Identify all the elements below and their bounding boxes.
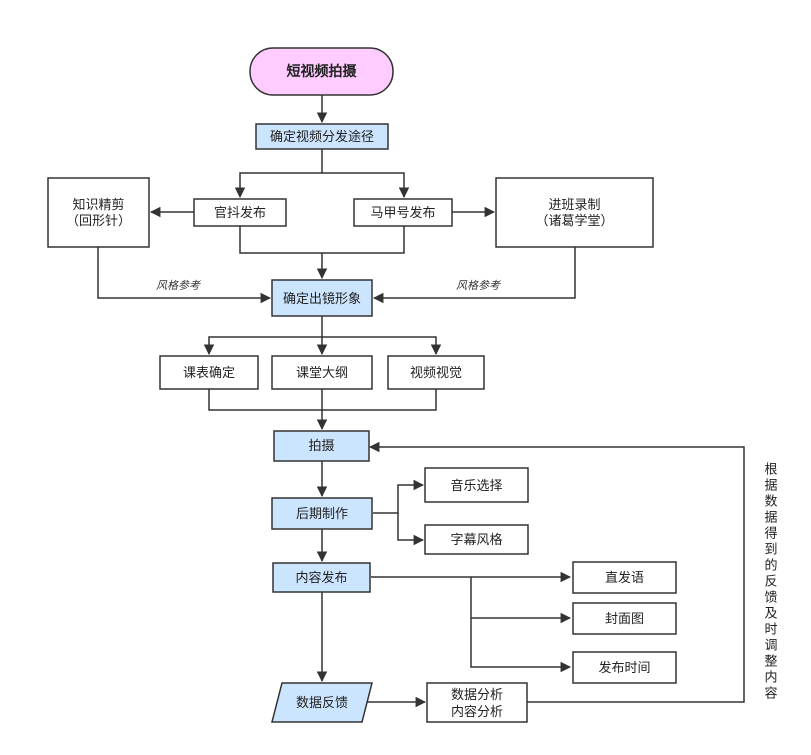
node-douyin: 官抖发布 — [193, 198, 287, 227]
node-outline-label: 课堂大纲 — [296, 366, 348, 381]
node-shoot: 拍摄 — [273, 430, 370, 462]
side-note-feedback-loop: 根据数据得到的反馈及时调整内容 — [762, 462, 778, 702]
edge-publish-cover — [470, 577, 572, 624]
edge-image-visual — [322, 336, 442, 356]
node-schedule-label: 课表确定 — [183, 366, 235, 381]
node-music: 音乐选择 — [424, 467, 529, 503]
node-classroom-line2: （诸葛学堂） — [535, 213, 613, 229]
node-cover-label: 封面图 — [605, 612, 644, 627]
edge-classroom-image — [372, 247, 576, 304]
node-shoot-label: 拍摄 — [308, 439, 334, 454]
node-classroom: 进班录制 （诸葛学堂） — [495, 177, 654, 248]
edge-label-style-ref-left: 风格参考 — [156, 279, 201, 292]
node-subtitle-label: 字幕风格 — [450, 532, 502, 548]
node-analysis: 数据分析 内容分析 — [426, 682, 528, 723]
node-knowledge-line2: （回形针） — [66, 214, 131, 229]
node-route-label: 确定视频分发途径 — [270, 129, 374, 145]
node-publish-label: 内容发布 — [295, 570, 347, 586]
node-visual-label: 视频视觉 — [410, 366, 462, 381]
node-start-label: 短视频拍摄 — [287, 63, 358, 80]
edge-douyin-merge — [239, 226, 405, 254]
node-feedback-label: 数据反馈 — [296, 696, 348, 711]
edge-analysis-shoot-loop — [368, 441, 745, 703]
node-post-label: 后期制作 — [296, 507, 348, 522]
edge-route-majia — [322, 172, 410, 199]
edges — [97, 95, 745, 708]
node-knowledge: 知识精剪 （回形针） — [47, 177, 150, 248]
node-image-label: 确定出镜形象 — [283, 292, 361, 307]
node-cover: 封面图 — [572, 602, 677, 635]
edge-label-style-ref-right: 风格参考 — [456, 279, 501, 292]
node-knowledge-line1: 知识精剪 — [72, 197, 124, 213]
node-route: 确定视频分发途径 — [255, 123, 389, 150]
node-majia: 马甲号发布 — [353, 198, 453, 227]
edge-publish-time — [470, 618, 572, 673]
node-image: 确定出镜形象 — [271, 279, 373, 317]
node-feedback: 数据反馈 — [271, 682, 373, 723]
node-time-label: 发布时间 — [598, 660, 650, 676]
edge-image-schedule — [203, 336, 322, 356]
edge-post-music — [373, 479, 425, 514]
node-outline: 课堂大纲 — [271, 355, 373, 390]
edge-knowledge-image — [97, 247, 272, 304]
node-time: 发布时间 — [572, 651, 677, 684]
node-copy-label: 直发语 — [605, 570, 644, 586]
node-schedule: 课表确定 — [159, 355, 259, 390]
edge-route-split — [234, 149, 323, 199]
node-music-label: 音乐选择 — [450, 478, 502, 494]
edge-post-subtitle — [397, 513, 425, 546]
node-analysis-line1: 数据分析 — [451, 688, 503, 703]
node-classroom-line1: 进班录制 — [548, 198, 600, 213]
node-subtitle: 字幕风格 — [424, 524, 529, 555]
node-post: 后期制作 — [271, 497, 373, 530]
node-majia-label: 马甲号发布 — [370, 205, 435, 221]
node-start: 短视频拍摄 — [249, 47, 394, 96]
node-visual: 视频视觉 — [387, 355, 485, 390]
node-analysis-line2: 内容分析 — [451, 704, 503, 720]
node-publish: 内容发布 — [272, 562, 371, 593]
node-douyin-label: 官抖发布 — [214, 205, 266, 221]
node-copy: 直发语 — [572, 561, 677, 594]
